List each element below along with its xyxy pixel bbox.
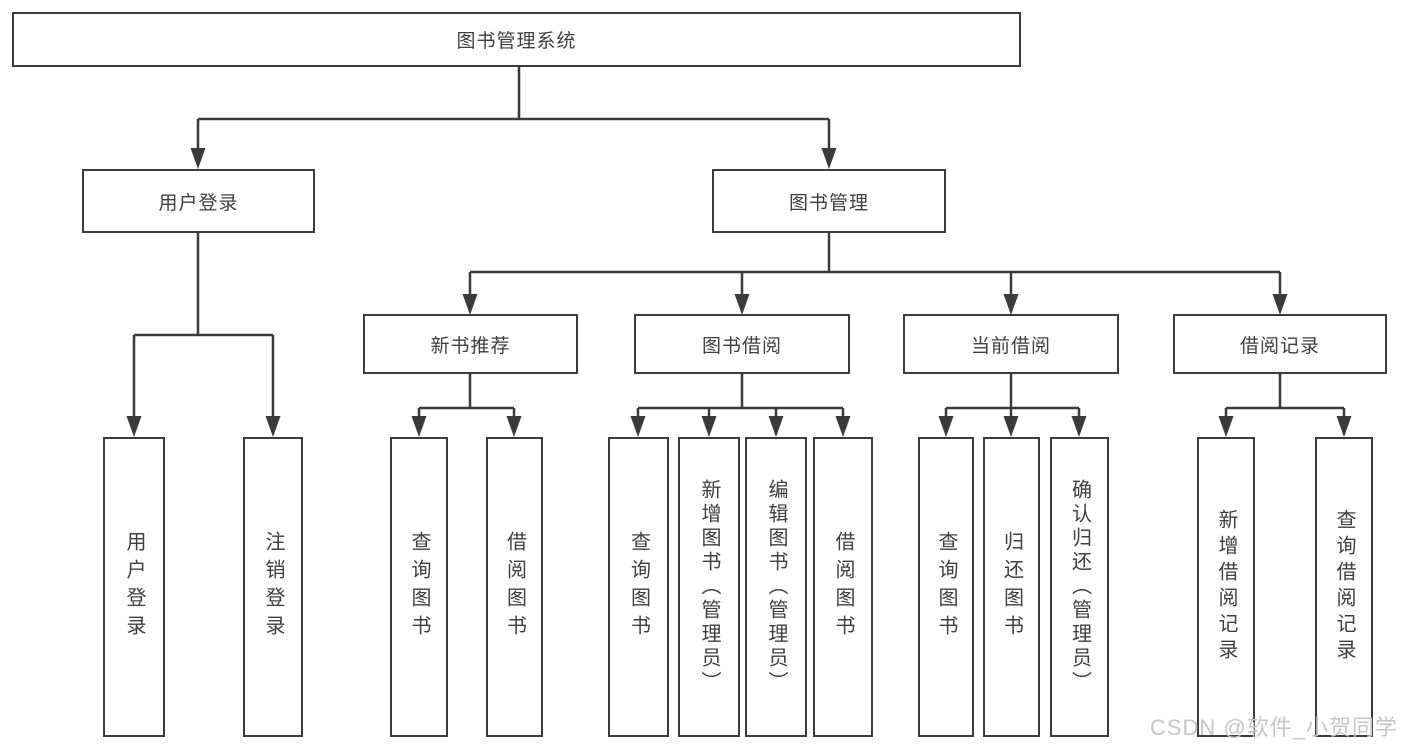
node-label: 新增图书（管理员）	[698, 479, 720, 695]
node-label: 当前借阅	[970, 335, 1051, 357]
leaf-return-books: 归还图书	[983, 437, 1040, 737]
node-label: 新增借阅记录	[1215, 509, 1237, 665]
leaf-logout: 注销登录	[243, 437, 303, 737]
node-label: 查询图书	[627, 531, 650, 643]
node-label: 查询图书	[935, 531, 957, 643]
leaf-confirm-return-admin: 确认归还（管理员）	[1050, 437, 1109, 737]
csdn-watermark: CSDN @软件_小贺同学	[1149, 715, 1398, 740]
node-label: 借阅图书	[832, 531, 854, 643]
node-label: 编辑图书（管理员）	[765, 479, 787, 695]
node-borrow-records: 借阅记录	[1173, 314, 1387, 374]
node-label: 用户登录	[123, 531, 145, 643]
leaf-query-borrow-record: 查询借阅记录	[1315, 437, 1373, 737]
leaf-borrow-books-recommend: 借阅图书	[486, 437, 543, 737]
node-label: 确认归还（管理员）	[1068, 479, 1091, 695]
node-label: 新书推荐	[430, 335, 511, 357]
leaf-borrow-books-borrowing: 借阅图书	[813, 437, 873, 737]
leaf-query-books-current: 查询图书	[918, 437, 974, 737]
node-book-management: 图书管理	[712, 169, 946, 233]
node-label: 借阅图书	[503, 531, 526, 643]
leaf-query-books-recommend: 查询图书	[390, 437, 448, 737]
node-label: 查询图书	[408, 531, 430, 643]
node-label: 注销登录	[262, 531, 284, 643]
leaf-query-books-borrowing: 查询图书	[608, 437, 669, 737]
node-label: 图书借阅	[701, 335, 782, 357]
node-user-login: 用户登录	[82, 169, 315, 233]
node-book-borrowing: 图书借阅	[634, 314, 850, 374]
node-label: 用户登录	[158, 192, 239, 214]
node-new-book-recommend: 新书推荐	[363, 314, 578, 374]
node-label: 图书管理	[788, 192, 869, 214]
leaf-user-login: 用户登录	[103, 437, 165, 737]
leaf-edit-book-admin: 编辑图书（管理员）	[745, 437, 807, 737]
node-label: 查询借阅记录	[1333, 509, 1355, 665]
node-label: 图书管理系统	[456, 31, 577, 52]
node-library-system: 图书管理系统	[12, 12, 1021, 67]
node-label: 归还图书	[1000, 531, 1023, 643]
node-current-borrowing: 当前借阅	[903, 314, 1119, 374]
leaf-add-book-admin: 新增图书（管理员）	[678, 437, 740, 737]
node-label: 借阅记录	[1239, 335, 1320, 357]
leaf-add-borrow-record: 新增借阅记录	[1197, 437, 1255, 737]
